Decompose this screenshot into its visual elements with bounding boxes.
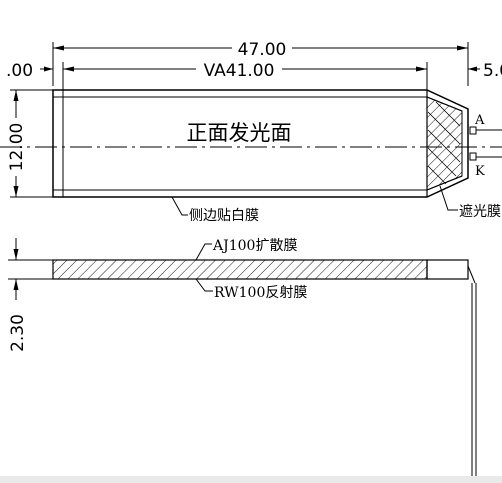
reflector-film-callout: RW100反射膜 — [195, 278, 307, 301]
diffuser-film-label: AJ100扩散膜 — [212, 238, 297, 254]
side-film-callout: 侧边贴白膜 — [171, 196, 259, 224]
left-offset-label: .00 — [6, 61, 33, 81]
shading-film-region — [426, 96, 463, 191]
anode-label: A — [474, 113, 485, 128]
shading-film-label: 遮光膜 — [459, 204, 501, 220]
emitting-face-label: 正面发光面 — [187, 121, 292, 145]
diffuser-film-callout: AJ100扩散膜 — [195, 238, 297, 261]
right-offset-label: 5.0 — [483, 61, 502, 81]
reflector-film-label: RW100反射膜 — [214, 285, 307, 301]
shading-film-callout: 遮光膜 — [439, 185, 501, 220]
total-length-label: 47.00 — [238, 40, 287, 60]
dimension-thickness: 2.30 — [8, 238, 53, 352]
dimension-height: 12.00 — [7, 89, 53, 198]
thickness-label: 2.30 — [8, 314, 28, 352]
va-length-label: VA41.00 — [204, 61, 275, 81]
side-film-label: 侧边贴白膜 — [189, 208, 259, 224]
side-view — [52, 259, 477, 476]
bottom-scrollbar-track — [0, 476, 502, 483]
cathode-label: K — [475, 164, 485, 179]
lcd-outline — [52, 89, 469, 198]
pins: A K — [469, 113, 502, 179]
dimension-total-length: 47.00 — [52, 40, 469, 86]
dimension-va-length: VA41.00 .00 5.0 — [6, 61, 502, 92]
